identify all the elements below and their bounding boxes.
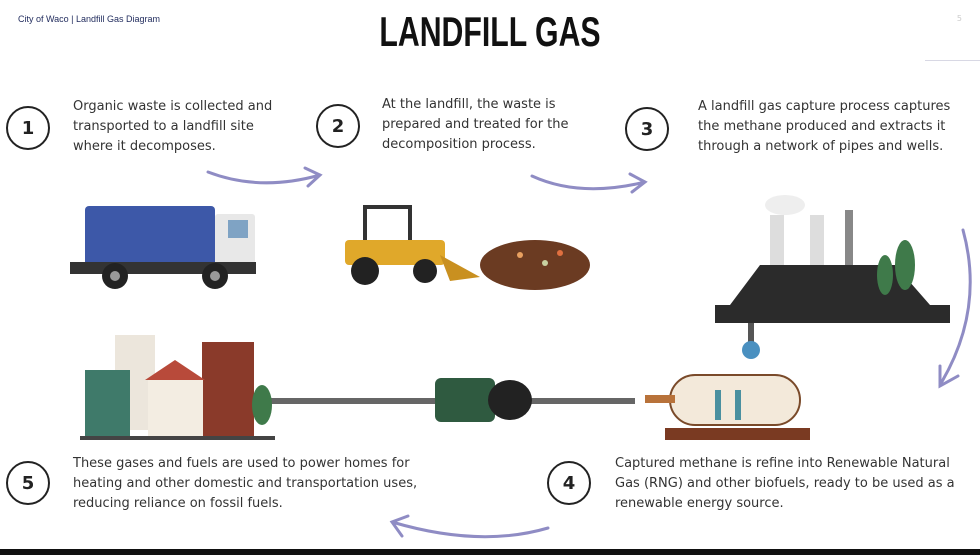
step-3-number: 3 bbox=[625, 107, 669, 151]
loader-illustration bbox=[345, 205, 590, 290]
garbage-truck-illustration bbox=[70, 206, 256, 289]
arrow-4-to-5 bbox=[389, 514, 550, 539]
page-number: 5 bbox=[956, 14, 962, 23]
step-1-text: Organic waste is collected and transport… bbox=[73, 99, 273, 154]
arrow-1-to-2 bbox=[206, 166, 323, 188]
header-label: City of Waco | Landfill Gas Diagram bbox=[18, 14, 161, 24]
step-2-number: 2 bbox=[316, 104, 360, 148]
step-4-text: Captured methane is refine into Renewabl… bbox=[615, 456, 955, 511]
step-2-text: At the landfill, the waste is prepared a… bbox=[382, 97, 569, 152]
pipeline-illustration bbox=[265, 378, 635, 422]
divider bbox=[925, 60, 980, 61]
page-title: LANDFILL GAS bbox=[379, 8, 601, 55]
bottom-bar bbox=[0, 549, 980, 555]
step-5-text: These gases and fuels are used to power … bbox=[73, 456, 418, 511]
arrow-3-to-4 bbox=[938, 228, 972, 389]
step-3-text: A landfill gas capture process captures … bbox=[698, 99, 951, 154]
step-4-number: 4 bbox=[547, 461, 591, 505]
arrow-2-to-3 bbox=[530, 172, 648, 194]
step-5-number: 5 bbox=[6, 461, 50, 505]
houses-illustration bbox=[80, 335, 275, 440]
refinery-tank-illustration bbox=[645, 374, 810, 440]
step-1-number: 1 bbox=[6, 106, 50, 150]
gas-capture-illustration bbox=[715, 195, 950, 359]
